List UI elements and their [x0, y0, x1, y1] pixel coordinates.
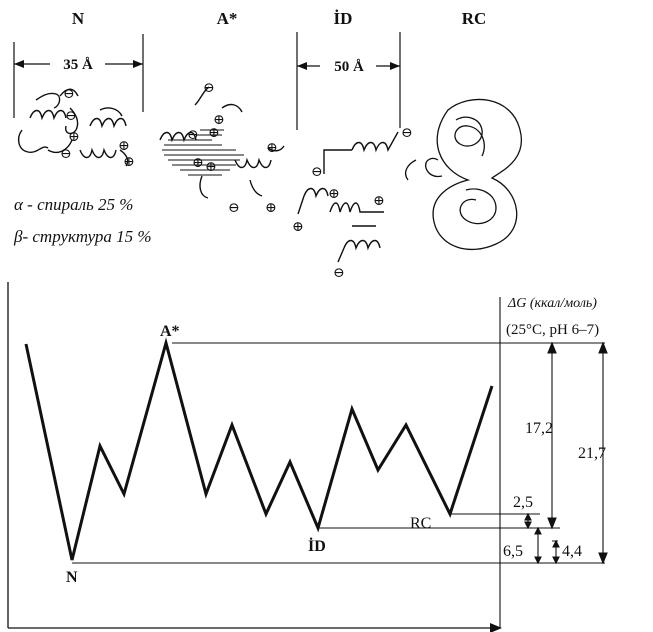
charge-plus: ⊕: [328, 187, 340, 202]
alpha-helix-note: α - спираль 25 %: [14, 195, 133, 214]
energy-dimension-arrows: [524, 341, 608, 565]
charge-minus: ⊖: [228, 201, 240, 216]
dimension-35A: 35 Å: [13, 34, 144, 118]
charge-minus: ⊖: [401, 126, 413, 141]
native-structure-sketch: [17, 88, 129, 167]
beta-structure-note: β- структура 15 %: [13, 227, 152, 246]
dimension-50A: 50 Å: [296, 32, 401, 130]
charge-minus: ⊖: [65, 109, 77, 124]
heading-activated: A*: [217, 9, 238, 28]
charge-plus: ⊕: [118, 139, 130, 154]
dimension-35A-label: 35 Å: [63, 57, 93, 73]
min-label-RC: RC: [410, 515, 431, 532]
value-2-5: 2,5: [513, 494, 533, 511]
charge-minus: ⊖: [333, 266, 345, 281]
value-17-2: 17,2: [525, 420, 553, 437]
charge-plus: ⊕: [292, 220, 304, 235]
min-label-ID: İD: [308, 536, 326, 555]
charge-plus: ⊕: [373, 194, 385, 209]
peak-label-A: A*: [160, 323, 180, 340]
energy-profile-curve: [24, 337, 494, 561]
min-label-N: N: [66, 569, 78, 586]
native-charges: ⊖ ⊖ ⊕ ⊖ ⊕ ⊕: [60, 87, 135, 170]
random-coil-sketch: [404, 98, 523, 251]
activated-charges: ⊖ ⊕ ⊕ ⊖ ⊕ ⊕ ⊕ ⊖ ⊕: [187, 81, 278, 216]
energy-frame: [7, 282, 502, 632]
charge-plus: ⊕: [265, 201, 277, 216]
charge-minus: ⊖: [187, 128, 199, 143]
intermediate-charges: ⊖ ⊖ ⊕ ⊕ ⊕ ⊖: [292, 126, 413, 281]
charge-plus: ⊕: [205, 160, 217, 175]
heading-random-coil: RC: [462, 9, 487, 28]
activated-structure-sketch: [159, 86, 285, 199]
charge-minus: ⊖: [311, 165, 323, 180]
energy-axis-conditions: (25°C, pH 6–7): [506, 322, 599, 338]
activated-hatched-core: [162, 129, 244, 176]
charge-plus: ⊕: [208, 126, 220, 141]
heading-native: N: [72, 9, 85, 28]
charge-plus: ⊕: [68, 130, 80, 145]
energy-axis-title: ΔG (ккал/моль): [507, 296, 597, 311]
value-21-7: 21,7: [578, 445, 606, 462]
charge-minus: ⊖: [63, 87, 75, 102]
dimension-50A-label: 50 Å: [334, 59, 364, 75]
charge-plus: ⊕: [266, 141, 278, 156]
value-4-4: 4,4: [562, 543, 582, 560]
charge-minus: ⊖: [60, 147, 72, 162]
value-6-5: 6,5: [503, 543, 523, 560]
charge-minus: ⊖: [203, 81, 215, 96]
charge-plus: ⊕: [123, 155, 135, 170]
heading-intermediate: İD: [334, 9, 353, 28]
intermediate-structure-sketch: [297, 131, 399, 263]
charge-plus: ⊕: [192, 156, 204, 171]
reference-lines: [72, 342, 605, 564]
charge-plus: ⊕: [213, 113, 225, 128]
